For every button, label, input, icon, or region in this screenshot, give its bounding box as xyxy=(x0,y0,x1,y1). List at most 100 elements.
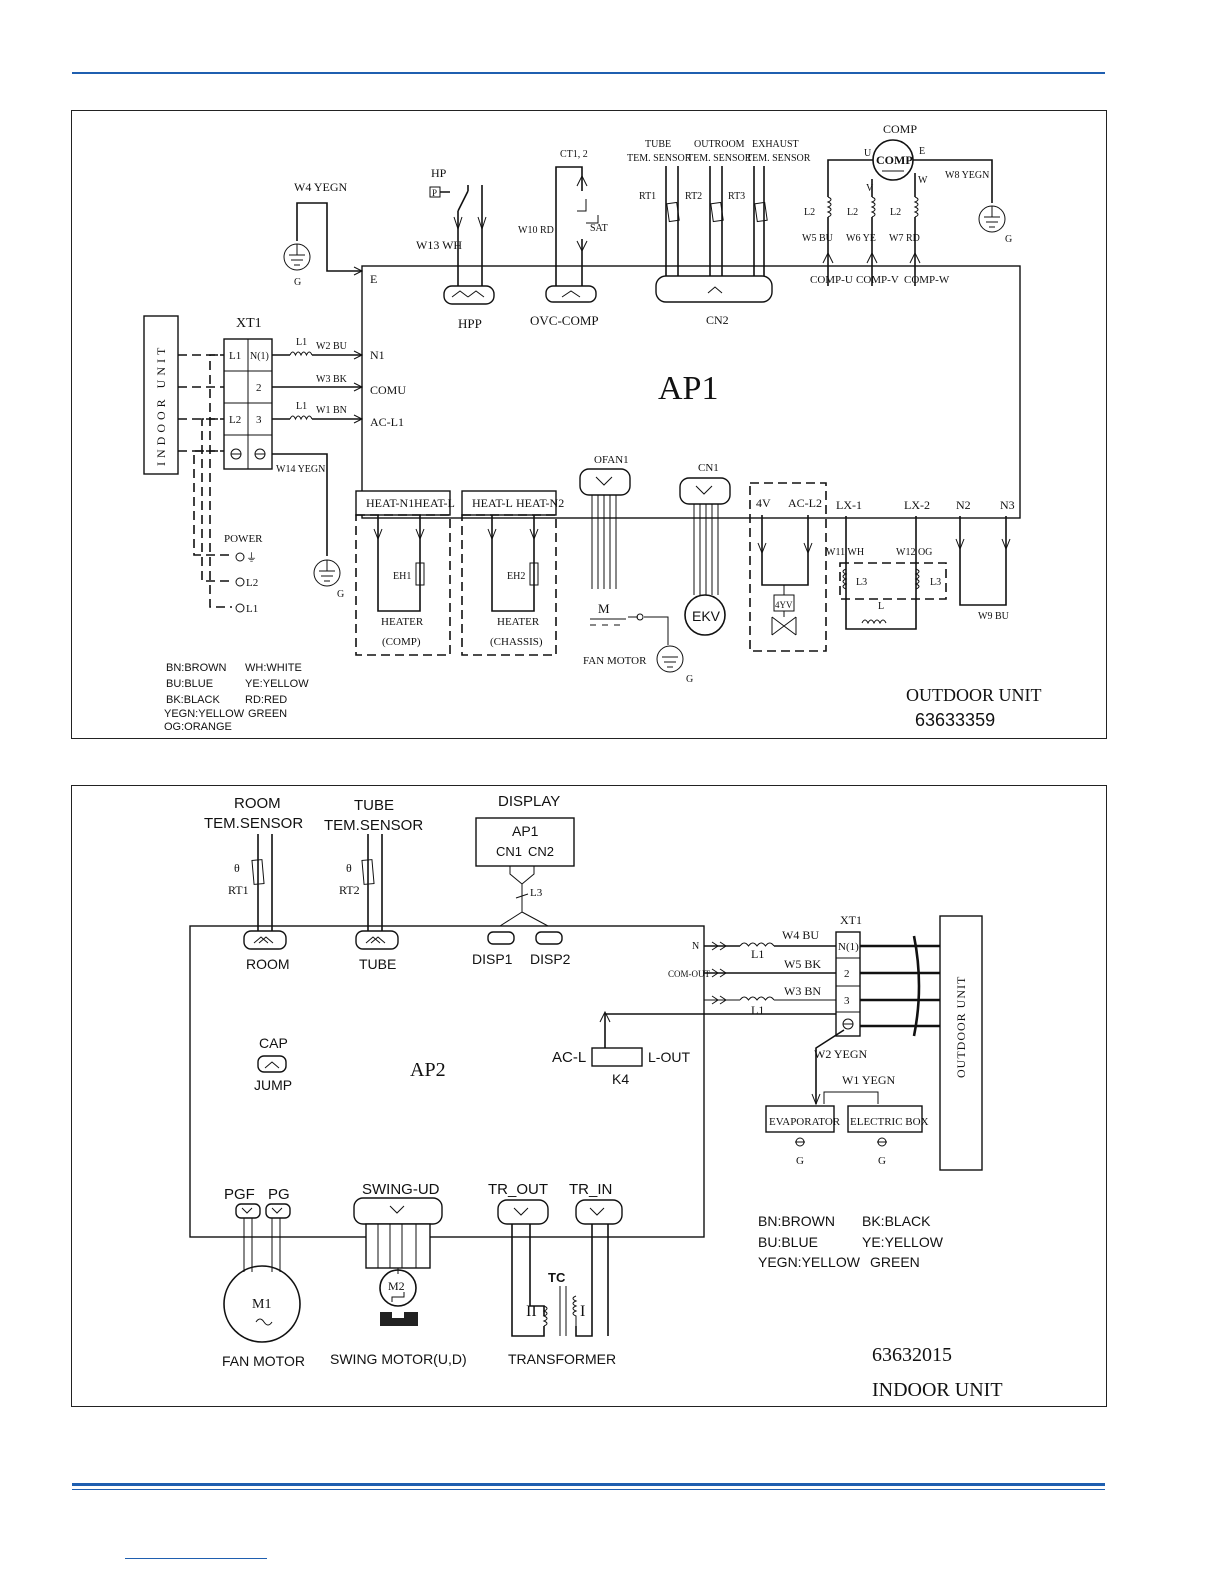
power-l2: L2 xyxy=(246,577,258,589)
m2-label: M2 xyxy=(388,1279,405,1293)
xt1-l2: L2 xyxy=(229,414,241,426)
indoor-part-number: 63632015 xyxy=(872,1344,952,1366)
ground-g-comp: G xyxy=(1005,234,1012,245)
swing-wire-bundle xyxy=(365,1223,431,1269)
sensor-tube-1: TUBE xyxy=(645,139,671,150)
outdoor-part-number: 63633359 xyxy=(915,710,995,730)
wire-w12: W12 OG xyxy=(896,547,932,558)
svg-text:OG:ORANGE: OG:ORANGE xyxy=(164,721,232,733)
eh2-label: EH2 xyxy=(507,571,525,582)
cn2-connector xyxy=(655,275,773,303)
ekv-valve xyxy=(684,594,726,636)
indoor-unit-label: INDOOR UNIT xyxy=(154,344,168,466)
heater1-l2: (COMP) xyxy=(382,636,421,648)
svg-text:GREEN: GREEN xyxy=(248,708,287,720)
cn1-label: CN1 xyxy=(698,462,719,474)
bottom-rule-thin xyxy=(72,1489,1105,1490)
pgf-connector xyxy=(235,1203,261,1219)
wire-w10: W10 RD xyxy=(518,225,554,236)
coil-i: I xyxy=(580,1303,585,1320)
heater-comp-box xyxy=(355,514,451,656)
l2-u: L2 xyxy=(804,207,815,218)
display-cn2: CN2 xyxy=(528,844,554,859)
legend-bk: BK:BLACK xyxy=(862,1213,931,1229)
l-label: L xyxy=(878,601,884,612)
bottom-rule xyxy=(72,1483,1105,1486)
lout-label: L-OUT xyxy=(648,1049,690,1065)
wire-w2: W2 BU xyxy=(316,341,348,352)
coil-ii: II xyxy=(526,1303,537,1320)
display-board xyxy=(475,817,575,867)
svg-text:BN:BROWN: BN:BROWN xyxy=(166,662,227,674)
reactor-box xyxy=(839,562,947,600)
ap1-board xyxy=(361,265,1021,519)
fouryv-label: 4YV xyxy=(775,600,793,610)
pgf-label: PGF xyxy=(224,1186,255,1203)
swing-motor-m2 xyxy=(379,1269,417,1307)
hpp-connector xyxy=(443,285,495,305)
wire-w6: W6 YE xyxy=(846,233,876,244)
ap2-label: AP2 xyxy=(410,1059,446,1081)
wire-w14: W14 YEGN xyxy=(276,464,325,475)
disp2-label: DISP2 xyxy=(530,951,571,967)
pg-label: PG xyxy=(268,1186,290,1203)
swing-motor-label: SWING MOTOR(U,D) xyxy=(330,1351,467,1367)
xt1-2: 2 xyxy=(256,382,262,394)
fourway-valve-box xyxy=(749,482,827,652)
sensor-exh-2: TEM. SENSOR xyxy=(746,153,811,164)
eh1-label: EH1 xyxy=(393,571,411,582)
l2-w: L2 xyxy=(890,207,901,218)
fan-motor-m1 xyxy=(223,1265,301,1343)
evaporator-box xyxy=(765,1105,835,1133)
heater2-l1: HEATER xyxy=(497,616,540,628)
ovc-label: OVC-COMP xyxy=(530,313,599,328)
wire-w4: W4 YEGN xyxy=(294,180,348,194)
ovc-connector xyxy=(545,285,597,303)
k4-label: K4 xyxy=(612,1071,629,1087)
legend-bu: BU:BLUE xyxy=(758,1234,818,1250)
wire-w9: W9 BU xyxy=(978,611,1010,622)
indoor-wiring-diagram: AP2 ROOM TEM.SENSOR θ RT1 ROOM TUBE TEM.… xyxy=(71,785,1107,1407)
power-label: POWER xyxy=(224,533,263,545)
heater2-l2: (CHASSIS) xyxy=(490,636,543,648)
svg-text:⏚: ⏚ xyxy=(246,551,257,564)
legend-yegn: YEGN:YELLOW xyxy=(758,1254,861,1270)
outdoor-unit-label: OUTDOOR UNIT xyxy=(954,976,968,1078)
comp-inner: COMP xyxy=(876,153,913,167)
tr-in-connector xyxy=(575,1199,623,1225)
l1-n: L1 xyxy=(751,947,764,961)
svg-text:BU:BLUE: BU:BLUE xyxy=(166,678,213,690)
m1-label: M1 xyxy=(252,1297,271,1312)
wire-w7: W7 RD xyxy=(889,233,920,244)
tube-sensor-1: TUBE xyxy=(354,797,394,814)
disp1-label: DISP1 xyxy=(472,951,513,967)
tube-label: TUBE xyxy=(359,956,396,972)
outdoor-diagram-svg: AP1 E N1 COMU AC-L1 INDOOR UNIT XT1 L1 N… xyxy=(143,122,1041,733)
wire-w1: W1 YEGN xyxy=(842,1073,896,1087)
k4-relay xyxy=(591,1047,643,1067)
cn2-label: CN2 xyxy=(706,313,729,327)
pin-e: E xyxy=(370,272,377,286)
outdoor-unit-box xyxy=(939,915,983,1171)
lx1-label: LX-1 xyxy=(836,498,862,512)
rt2-label: RT2 xyxy=(685,191,702,202)
svg-text:WH:WHITE: WH:WHITE xyxy=(245,662,302,674)
wire-w13: W13 WH xyxy=(416,238,462,252)
wire-w11: W11 WH xyxy=(826,547,864,558)
wire-w2: W2 YEGN xyxy=(814,1047,868,1061)
pin-comout: COM-OUT xyxy=(668,969,711,979)
l3-left: L3 xyxy=(856,577,867,588)
tube-theta: θ xyxy=(346,861,352,875)
svg-text:YEGN:YELLOW: YEGN:YELLOW xyxy=(164,708,245,720)
heat-l1: HEAT-L xyxy=(414,496,455,510)
ap1-label: AP1 xyxy=(658,370,718,407)
room-rt1: RT1 xyxy=(228,883,249,897)
swing-connector xyxy=(353,1197,443,1225)
fourv-label: 4V xyxy=(756,496,771,510)
room-sensor-1: ROOM xyxy=(234,795,281,812)
cap-jump-connector xyxy=(257,1055,287,1073)
heat-l2: HEAT-L xyxy=(472,496,513,510)
l2-v: L2 xyxy=(847,207,858,218)
outdoor-unit-label: OUTDOOR UNIT xyxy=(906,685,1041,705)
svg-text:RD:RED: RD:RED xyxy=(245,694,287,706)
